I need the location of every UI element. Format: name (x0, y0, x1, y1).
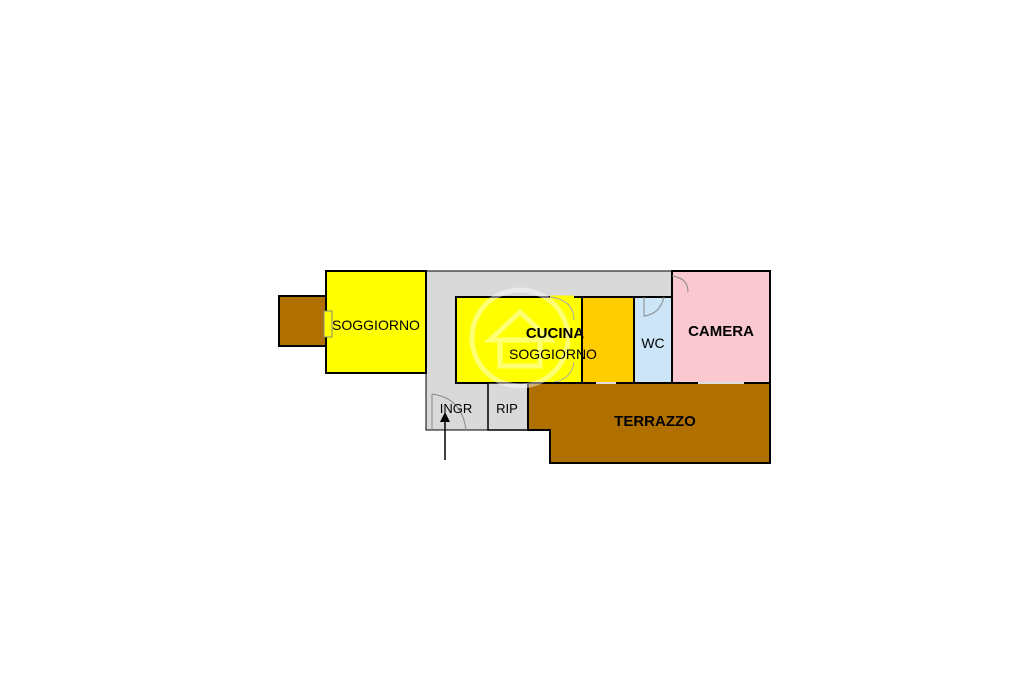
ripostiglio-label: RIP (496, 401, 518, 416)
balcony-room (278, 295, 330, 347)
camera-room (671, 270, 771, 384)
cucina-room (455, 296, 583, 384)
cucina-nook-room (581, 296, 635, 384)
camera-door-swing (671, 275, 689, 293)
ingresso-door-swing (431, 393, 467, 431)
ripostiglio-room (487, 382, 529, 431)
ingresso-label: INGR (440, 401, 473, 416)
cucina-label: CUCINA (526, 325, 584, 342)
wc-door-swing (643, 296, 665, 317)
soggiorno-label: SOGGIORNO (332, 317, 420, 333)
soggiorno-door (323, 310, 333, 338)
up-arrow-icon (440, 412, 450, 460)
camera-label: CAMERA (688, 323, 754, 340)
soggiorno-room (325, 270, 427, 374)
house-logo-watermark (469, 287, 571, 389)
terrazzo-room (527, 382, 771, 464)
terrazzo-label: TERRAZZO (614, 413, 696, 430)
cucina-door-swing (549, 296, 575, 321)
cucina-sublabel: SOGGIORNO (509, 346, 597, 362)
wc-label: WC (641, 335, 664, 351)
